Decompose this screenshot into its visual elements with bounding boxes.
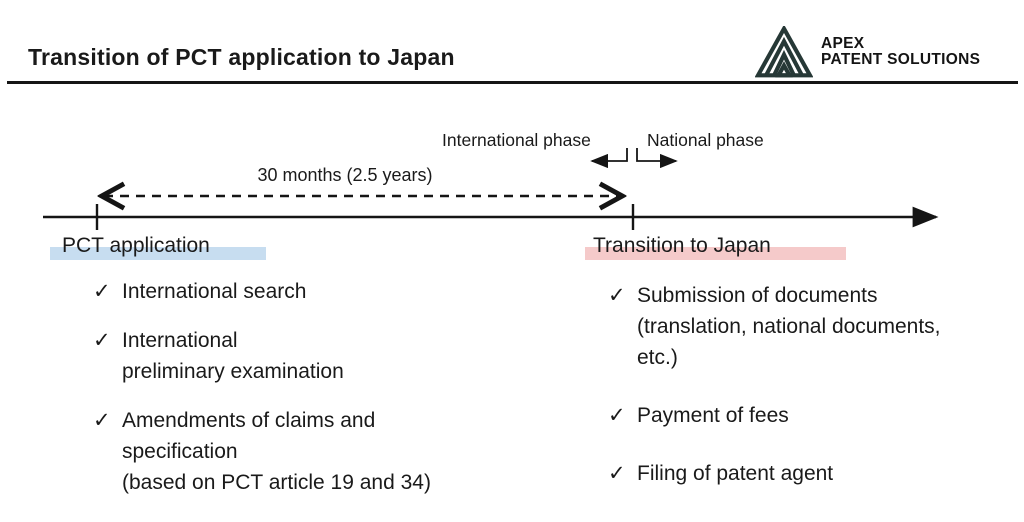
duration-label: 30 months (2.5 years) bbox=[257, 165, 433, 185]
check-icon: ✓ bbox=[608, 404, 626, 427]
milestone-transition-to-japan: Transition to Japan bbox=[593, 234, 771, 257]
list-item-text: Filing of patent agent bbox=[637, 462, 834, 485]
national-phase-checklist: ✓ Submission of documents (translation, … bbox=[608, 280, 1018, 516]
pct-application-highlight bbox=[50, 247, 266, 260]
logo-name-line2: PATENT SOLUTIONS bbox=[821, 51, 981, 68]
national-phase-label: National phase bbox=[647, 130, 764, 150]
list-item-text: Amendments of claims and specification (… bbox=[122, 409, 431, 494]
list-item: ✓ International search bbox=[93, 276, 523, 307]
logo-inner-chevron bbox=[772, 49, 796, 77]
list-item: ✓ Submission of documents (translation, … bbox=[608, 280, 1018, 373]
list-item-text: Payment of fees bbox=[637, 404, 789, 427]
milestone-pct-application: PCT application bbox=[62, 234, 210, 257]
mountain-chevrons-icon bbox=[755, 26, 813, 78]
list-item-text: Submission of documents (translation, na… bbox=[637, 284, 941, 369]
international-phase-label: International phase bbox=[442, 130, 591, 150]
check-icon: ✓ bbox=[93, 409, 111, 432]
check-icon: ✓ bbox=[93, 280, 111, 303]
logo-center-triangle bbox=[775, 61, 793, 78]
logo-name-line1: APEX bbox=[821, 35, 865, 52]
list-item: ✓ Filing of patent agent bbox=[608, 458, 1018, 489]
list-item: ✓ Amendments of claims and specification… bbox=[93, 405, 523, 498]
list-item: ✓ Payment of fees bbox=[608, 400, 1018, 431]
list-item-text: International search bbox=[122, 280, 307, 303]
title-underline bbox=[7, 81, 1018, 84]
list-item: ✓ International preliminary examination bbox=[93, 325, 523, 387]
company-logo: APEX PATENT SOLUTIONS bbox=[755, 26, 980, 78]
international-phase-bracket-arrow bbox=[590, 148, 628, 169]
check-icon: ✓ bbox=[608, 462, 626, 485]
list-item-text: International preliminary examination bbox=[122, 329, 344, 383]
transition-to-japan-highlight bbox=[585, 247, 846, 260]
page-title: Transition of PCT application to Japan bbox=[28, 44, 455, 70]
check-icon: ✓ bbox=[93, 329, 111, 352]
logo-text: APEX PATENT SOLUTIONS bbox=[821, 36, 980, 68]
national-phase-bracket-arrow bbox=[636, 148, 678, 169]
check-icon: ✓ bbox=[608, 284, 626, 307]
international-phase-checklist: ✓ International search ✓ International p… bbox=[93, 276, 523, 516]
logo-mid-chevron bbox=[764, 36, 804, 77]
